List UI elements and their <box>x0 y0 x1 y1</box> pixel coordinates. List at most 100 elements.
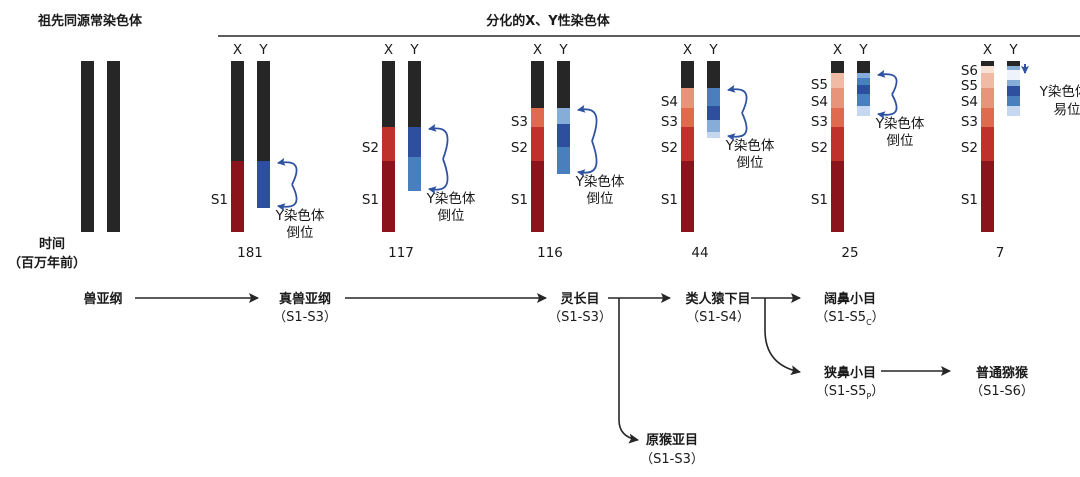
y-rearranged-segment <box>1007 86 1020 96</box>
inversion-arc-icon <box>429 128 448 159</box>
x-stratum-s1 <box>382 161 395 232</box>
y-undifferentiated-region <box>707 61 720 88</box>
x-stratum-s5 <box>831 73 844 88</box>
y-translocation-label-line2: 易位 <box>1054 102 1080 118</box>
x-stratum-s1 <box>981 161 994 232</box>
node-strepsirrhini: 原猴亚目 <box>646 432 698 448</box>
x-stratum-s1 <box>231 161 244 232</box>
differentiated-heading: 分化的X、Y性染色体 <box>486 13 610 29</box>
y-rearranged-segment <box>857 94 870 106</box>
stratum-label-s1: S1 <box>961 192 978 208</box>
time-mya-label: 25 <box>841 245 858 261</box>
stratum-label-s1: S1 <box>811 192 828 208</box>
inversion-arc-icon <box>878 95 897 115</box>
time-label: 时间 <box>39 236 65 252</box>
ancestral-heading: 祖先同源常染色体 <box>37 13 143 29</box>
x-stratum-s2 <box>382 127 395 161</box>
x-stratum-s2 <box>681 127 694 161</box>
x-chromosome <box>831 61 844 232</box>
y-chromosome-label: Y <box>708 42 718 58</box>
y-rearranged-segment <box>707 106 720 120</box>
x-stratum-s1 <box>831 161 844 232</box>
time-mya-label: 44 <box>691 245 708 261</box>
y-rearranged-segment <box>408 157 421 191</box>
y-rearranged-segment <box>1007 96 1020 106</box>
y-inversion-label: Y染色体 <box>275 207 325 224</box>
time-mya-label: 117 <box>388 245 414 261</box>
x-chromosome <box>981 61 994 232</box>
stratum-label-s2: S2 <box>961 140 978 156</box>
x-stratum-s5 <box>981 73 994 88</box>
y-inversion-label-line2: 倒位 <box>587 191 614 207</box>
inversion-arc-icon <box>728 89 747 113</box>
chromosome-pair-6: XYS6S5S4S3S2S17Y染色体易位 <box>961 42 1080 261</box>
y-inversion-label: Y染色体 <box>875 115 925 132</box>
stratum-label-s4: S4 <box>961 94 978 110</box>
y-rearranged-segment <box>557 147 570 174</box>
y-rearranged-segment <box>857 73 870 78</box>
y-inversion-label-line2: 倒位 <box>438 208 465 224</box>
y-rearranged-segment <box>857 85 870 94</box>
y-inversion-label: Y染色体 <box>725 137 775 154</box>
x-stratum-s4 <box>681 88 694 108</box>
x-chromosome <box>681 61 694 232</box>
y-rearranged-segment <box>707 132 720 138</box>
node-simiiformes-strata: （S1-S4） <box>686 310 750 325</box>
inversion-arc-icon <box>278 185 297 207</box>
stratum-label-s1: S1 <box>661 192 678 208</box>
node-platyrrhini-strata: （S1-S5C） <box>815 310 884 327</box>
node-eutheria: 真兽亚纲 <box>279 291 331 307</box>
y-undifferentiated-region <box>557 61 570 108</box>
time-unit-label: （百万年前） <box>8 255 86 271</box>
stratum-label-s3: S3 <box>811 114 828 130</box>
x-chromosome-label: X <box>233 42 242 58</box>
y-rearranged-segment <box>1007 70 1020 80</box>
arrow-simiiformes-catarrhini <box>765 298 800 372</box>
x-chromosome <box>231 61 244 232</box>
stratum-label-s4: S4 <box>811 94 828 110</box>
y-inversion-label-line2: 倒位 <box>887 133 914 149</box>
stratum-label-s5: S5 <box>811 77 828 93</box>
lineage-tree: 兽亚纲 真兽亚纲 （S1-S3） 灵长目 （S1-S3） 类人猿下目 （S1-S… <box>83 291 1033 467</box>
node-simiiformes: 类人猿下目 <box>685 291 750 307</box>
x-stratum-s4 <box>981 88 994 108</box>
x-undifferentiated-region <box>531 61 544 108</box>
y-rearranged-segment <box>857 106 870 116</box>
y-rearranged-segment <box>1007 106 1020 116</box>
x-undifferentiated-region <box>981 61 994 66</box>
node-catarrhini-strata: （S1-S5P） <box>816 384 885 401</box>
stratum-label-s4: S4 <box>661 94 678 110</box>
y-inversion-label-line2: 倒位 <box>287 225 314 241</box>
node-platyrrhini: 阔鼻小目 <box>824 291 876 307</box>
y-chromosome <box>408 61 421 191</box>
x-undifferentiated-region <box>231 61 244 161</box>
x-undifferentiated-region <box>681 61 694 88</box>
y-undifferentiated-region <box>1007 61 1020 66</box>
ancestral-chromosome-2 <box>107 61 120 232</box>
y-rearranged-segment <box>1007 66 1020 70</box>
x-stratum-s1 <box>681 161 694 232</box>
y-undifferentiated-region <box>857 61 870 73</box>
y-chromosome <box>857 61 870 116</box>
y-rearranged-segment <box>707 88 720 106</box>
stratum-label-s3: S3 <box>961 114 978 130</box>
stratum-label-s1: S1 <box>511 192 528 208</box>
stratum-label-s2: S2 <box>511 140 528 156</box>
y-rearranged-segment <box>1007 80 1020 86</box>
y-inversion-label: Y染色体 <box>575 173 625 190</box>
node-catarrhini: 狭鼻小目 <box>823 365 876 381</box>
node-eutheria-strata: （S1-S3） <box>273 310 337 325</box>
stratum-label-s3: S3 <box>511 114 528 130</box>
time-mya-label: 7 <box>996 245 1005 261</box>
node-primates: 灵长目 <box>560 291 599 307</box>
y-undifferentiated-region <box>408 61 421 127</box>
ancestral-chromosome-1 <box>81 61 94 232</box>
y-chromosome <box>257 61 270 208</box>
stratum-label-s1: S1 <box>362 192 379 208</box>
node-strepsirrhini-strata: （S1-S3） <box>640 452 704 467</box>
